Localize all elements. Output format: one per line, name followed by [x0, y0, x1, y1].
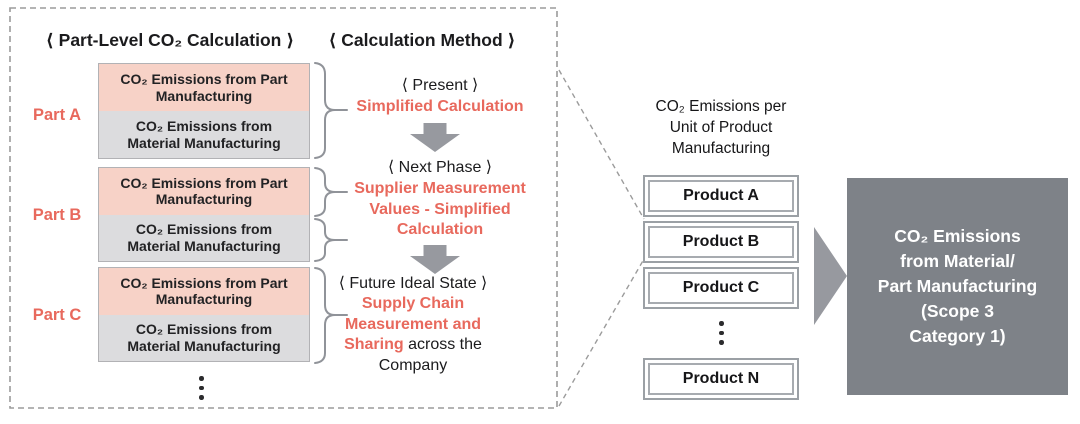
- part-b-label: Part B: [32, 206, 82, 224]
- scope3-line-1: CO₂ Emissions: [894, 226, 1021, 247]
- product-a-label: Product A: [648, 180, 794, 212]
- product-emissions-header: CO₂ Emissions per Unit of Product Manufa…: [655, 98, 787, 158]
- part-b-material-emissions-cell: CO₂ Emissions from Material Manufacturin…: [99, 214, 309, 261]
- method-present: ⟨ Present ⟩ Simplified Calculation: [340, 76, 540, 118]
- part-a-part-emissions-cell: CO₂ Emissions from Part Manufacturing: [99, 64, 309, 111]
- part-a-part-emissions-text: CO₂ Emissions from Part Manufacturing: [120, 70, 288, 104]
- method-future-ideal: ⟨ Future Ideal State ⟩ Supply Chain Meas…: [325, 274, 501, 376]
- part-a-material-emissions-text: CO₂ Emissions from Material Manufacturin…: [127, 117, 281, 151]
- part-level-calculation-header: ⟨ Part-Level CO₂ Calculation ⟩: [45, 30, 295, 50]
- method-future-ideal-rest: across the Company: [378, 336, 482, 374]
- method-next-phase-highlight: Supplier Measurement Values - Simplified…: [354, 179, 526, 239]
- part-c-material-emissions-text: CO₂ Emissions from Material Manufacturin…: [127, 321, 281, 354]
- part-b-material-emissions-text: CO₂ Emissions from Material Manufacturin…: [127, 221, 281, 254]
- part-c-part-emissions-cell: CO₂ Emissions from Part Manufacturing: [99, 268, 309, 315]
- funnel-dashed-line-bottom: [558, 258, 645, 407]
- funnel-dashed-line-top: [558, 69, 645, 220]
- product-a-box: Product A: [643, 175, 799, 217]
- brace-part-a: [314, 62, 336, 159]
- down-arrow-2: [410, 245, 460, 274]
- product-b-box: Product B: [643, 221, 799, 263]
- scope3-line-3: Part Manufacturing: [877, 276, 1038, 297]
- part-c-label: Part C: [32, 306, 82, 324]
- scope3-line-4: (Scope 3: [921, 300, 994, 321]
- scope3-panel: CO₂ Emissions from Material/ Part Manufa…: [847, 178, 1068, 395]
- right-arrow: [814, 227, 847, 325]
- method-future-ideal-phase: ⟨ Future Ideal State ⟩: [338, 275, 488, 292]
- part-a-material-emissions-cell: CO₂ Emissions from Material Manufacturin…: [99, 111, 309, 158]
- part-b-part-emissions-text: CO₂ Emissions from Part Manufacturing: [120, 174, 288, 208]
- scope3-line-2: from Material/: [900, 251, 1015, 272]
- part-c-block: CO₂ Emissions from Part Manufacturing CO…: [98, 267, 310, 362]
- method-present-phase: ⟨ Present ⟩: [401, 77, 479, 94]
- brace-part-b-upper: [314, 167, 336, 217]
- product-b-label: Product B: [648, 226, 794, 258]
- part-c-material-emissions-cell: CO₂ Emissions from Material Manufacturin…: [99, 314, 309, 361]
- part-b-part-emissions-cell: CO₂ Emissions from Part Manufacturing: [99, 168, 309, 215]
- calculation-method-header: ⟨ Calculation Method ⟩: [328, 30, 516, 50]
- method-future-ideal-text: Supply Chain Measurement and Sharing acr…: [325, 294, 501, 376]
- product-n-box: Product N: [643, 358, 799, 400]
- method-next-phase: ⟨ Next Phase ⟩ Supplier Measurement Valu…: [340, 158, 540, 241]
- ellipsis-parts: [199, 376, 204, 400]
- product-c-box: Product C: [643, 267, 799, 309]
- part-c-part-emissions-text: CO₂ Emissions from Part Manufacturing: [120, 274, 288, 308]
- method-present-highlight: Simplified Calculation: [356, 97, 524, 115]
- part-a-block: CO₂ Emissions from Part Manufacturing CO…: [98, 63, 310, 159]
- part-a-label: Part A: [33, 106, 81, 124]
- product-n-label: Product N: [648, 363, 794, 395]
- part-b-block: CO₂ Emissions from Part Manufacturing CO…: [98, 167, 310, 262]
- product-c-label: Product C: [648, 272, 794, 304]
- method-future-ideal-highlight: Supply Chain Measurement and Sharing: [344, 295, 482, 354]
- down-arrow-1: [410, 123, 460, 152]
- brace-part-b-lower: [314, 218, 336, 262]
- method-present-text: Simplified Calculation: [340, 97, 540, 118]
- method-next-phase-phase: ⟨ Next Phase ⟩: [387, 159, 493, 176]
- ellipsis-products: [719, 321, 724, 345]
- scope3-line-5: Category 1): [909, 325, 1006, 346]
- method-next-phase-text: Supplier Measurement Values - Simplified…: [340, 179, 540, 241]
